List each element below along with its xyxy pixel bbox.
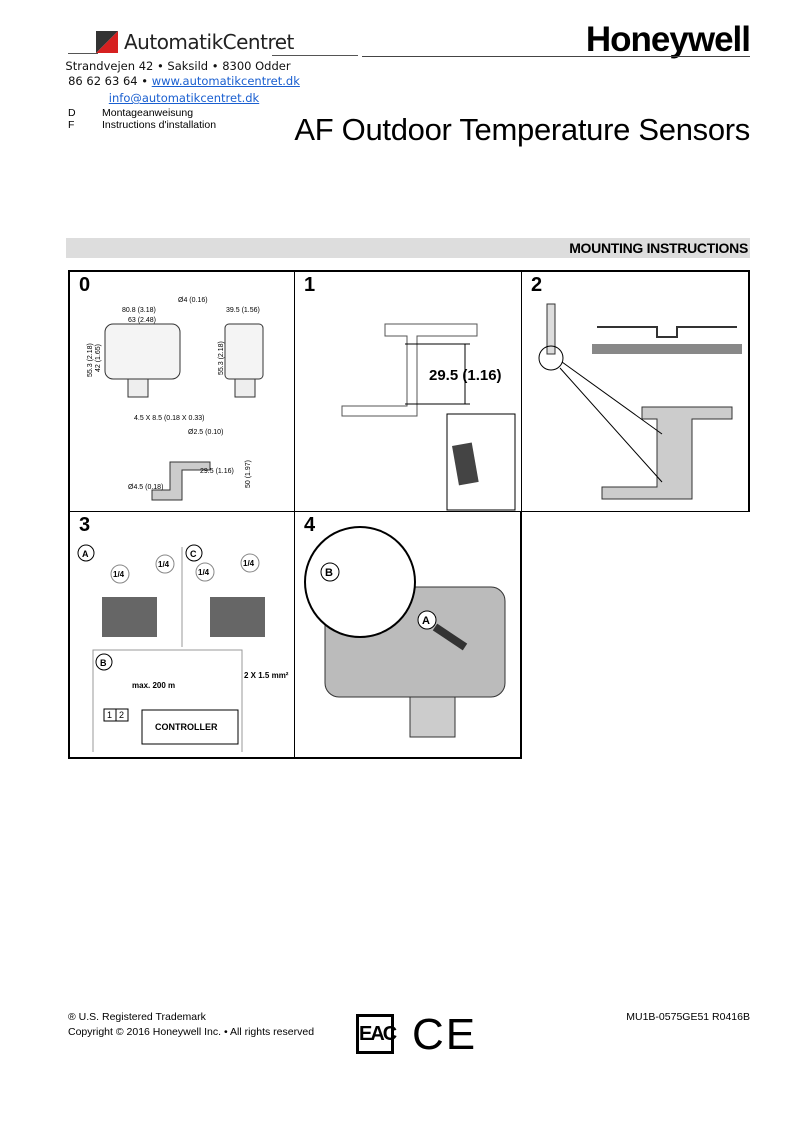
step-number: 3 [79, 514, 91, 536]
document-id: MU1B-0575GE51 R0416B [626, 1011, 750, 1023]
eac-mark: EAC [356, 1014, 397, 1054]
svg-text:C: C [190, 549, 197, 559]
trademark-note: ® U.S. Registered Trademark [68, 1011, 206, 1023]
svg-text:1: 1 [107, 710, 112, 720]
footer-left: ® U.S. Registered Trademark Copyright © … [68, 1010, 314, 1040]
svg-text:29.5 (1.16): 29.5 (1.16) [200, 468, 234, 475]
svg-text:max. 200 m: max. 200 m [132, 681, 175, 690]
section-bar: MOUNTING INSTRUCTIONS [66, 238, 750, 258]
divider [272, 55, 358, 56]
wiring-drawing: A C 1/4 1/4 1/4 1/4 B max. 200 m 2 X 1.5… [77, 544, 289, 752]
honeywell-logo: Honeywell [585, 20, 751, 59]
phone: 86 62 63 64 • [68, 74, 149, 88]
svg-text:CONTROLLER: CONTROLLER [155, 722, 218, 732]
svg-text:50 (1.97): 50 (1.97) [245, 460, 252, 488]
distributor-name: AutomatikCentret [124, 30, 294, 54]
step-0-panel: 0 Ø4 (0.16) 80.8 (3.18) 63 (2.48) 39.5 (… [68, 270, 295, 512]
svg-text:1/4: 1/4 [198, 568, 210, 577]
svg-text:Ø4.5 (0.18): Ø4.5 (0.18) [128, 484, 163, 491]
svg-text:55.3 (2.18): 55.3 (2.18) [87, 343, 94, 377]
step-number: 2 [531, 274, 543, 296]
svg-text:4.5 X 8.5 (0.18 X 0.33): 4.5 X 8.5 (0.18 X 0.33) [134, 415, 204, 422]
step-number: 4 [304, 514, 316, 536]
email-link[interactable]: info@automatikcentret.dk [108, 91, 260, 105]
page-title: AF Outdoor Temperature Sensors [294, 112, 750, 147]
svg-text:80.8 (3.18): 80.8 (3.18) [122, 307, 156, 314]
svg-text:1/4: 1/4 [113, 570, 125, 579]
screw-mounting-drawing [538, 303, 742, 500]
copyright: Copyright © 2016 Honeywell Inc. • All ri… [68, 1026, 315, 1038]
ce-mark: CE [412, 1010, 478, 1059]
email-line: info@automatikcentret.dk [54, 91, 314, 105]
svg-text:29.5 (1.16): 29.5 (1.16) [429, 367, 502, 384]
svg-text:42 (1.65): 42 (1.65) [95, 344, 102, 372]
svg-text:B: B [100, 658, 107, 668]
address: Strandvejen 42 • Saksild • 8300 Odder [65, 59, 291, 73]
contact-line: 86 62 63 64 • www.automatikcentret.dk [54, 74, 314, 88]
distributor-logo: AutomatikCentret [96, 30, 294, 54]
automatikcentret-logo-icon [96, 31, 118, 53]
cover-mounting-drawing: B A [304, 526, 506, 738]
step-number: 0 [79, 274, 91, 296]
website-link[interactable]: www.automatikcentret.dk [151, 74, 300, 88]
step-number: 1 [304, 274, 316, 296]
svg-text:1/4: 1/4 [158, 560, 170, 569]
svg-text:2: 2 [119, 710, 124, 720]
svg-text:39.5 (1.56): 39.5 (1.56) [226, 307, 260, 314]
svg-text:1/4: 1/4 [243, 559, 255, 568]
step-4-panel: 4 B A [294, 511, 522, 759]
step-1-panel: 1 29.5 (1.16) [294, 270, 522, 512]
svg-text:2 X 1.5 mm²: 2 X 1.5 mm² [244, 671, 289, 680]
svg-text:63 (2.48): 63 (2.48) [128, 317, 156, 324]
svg-text:Ø4 (0.16): Ø4 (0.16) [178, 297, 208, 304]
dimension-drawing: Ø4 (0.16) 80.8 (3.18) 63 (2.48) 39.5 (1.… [87, 297, 264, 501]
svg-text:Ø2.5 (0.10): Ø2.5 (0.10) [188, 429, 223, 436]
divider [68, 53, 98, 54]
divider [362, 56, 750, 57]
svg-text:A: A [422, 615, 430, 627]
svg-text:A: A [82, 549, 89, 559]
section-title: MOUNTING INSTRUCTIONS [569, 240, 748, 256]
step-3-panel: 3 A C 1/4 1/4 1/4 1/4 B max. 200 m 2 X 1… [68, 511, 295, 759]
svg-text:B: B [325, 567, 333, 579]
step-2-panel: 2 [521, 270, 750, 512]
svg-text:55.3 (2.18): 55.3 (2.18) [218, 341, 225, 375]
bracket-drawing: 29.5 (1.16) [341, 323, 516, 511]
